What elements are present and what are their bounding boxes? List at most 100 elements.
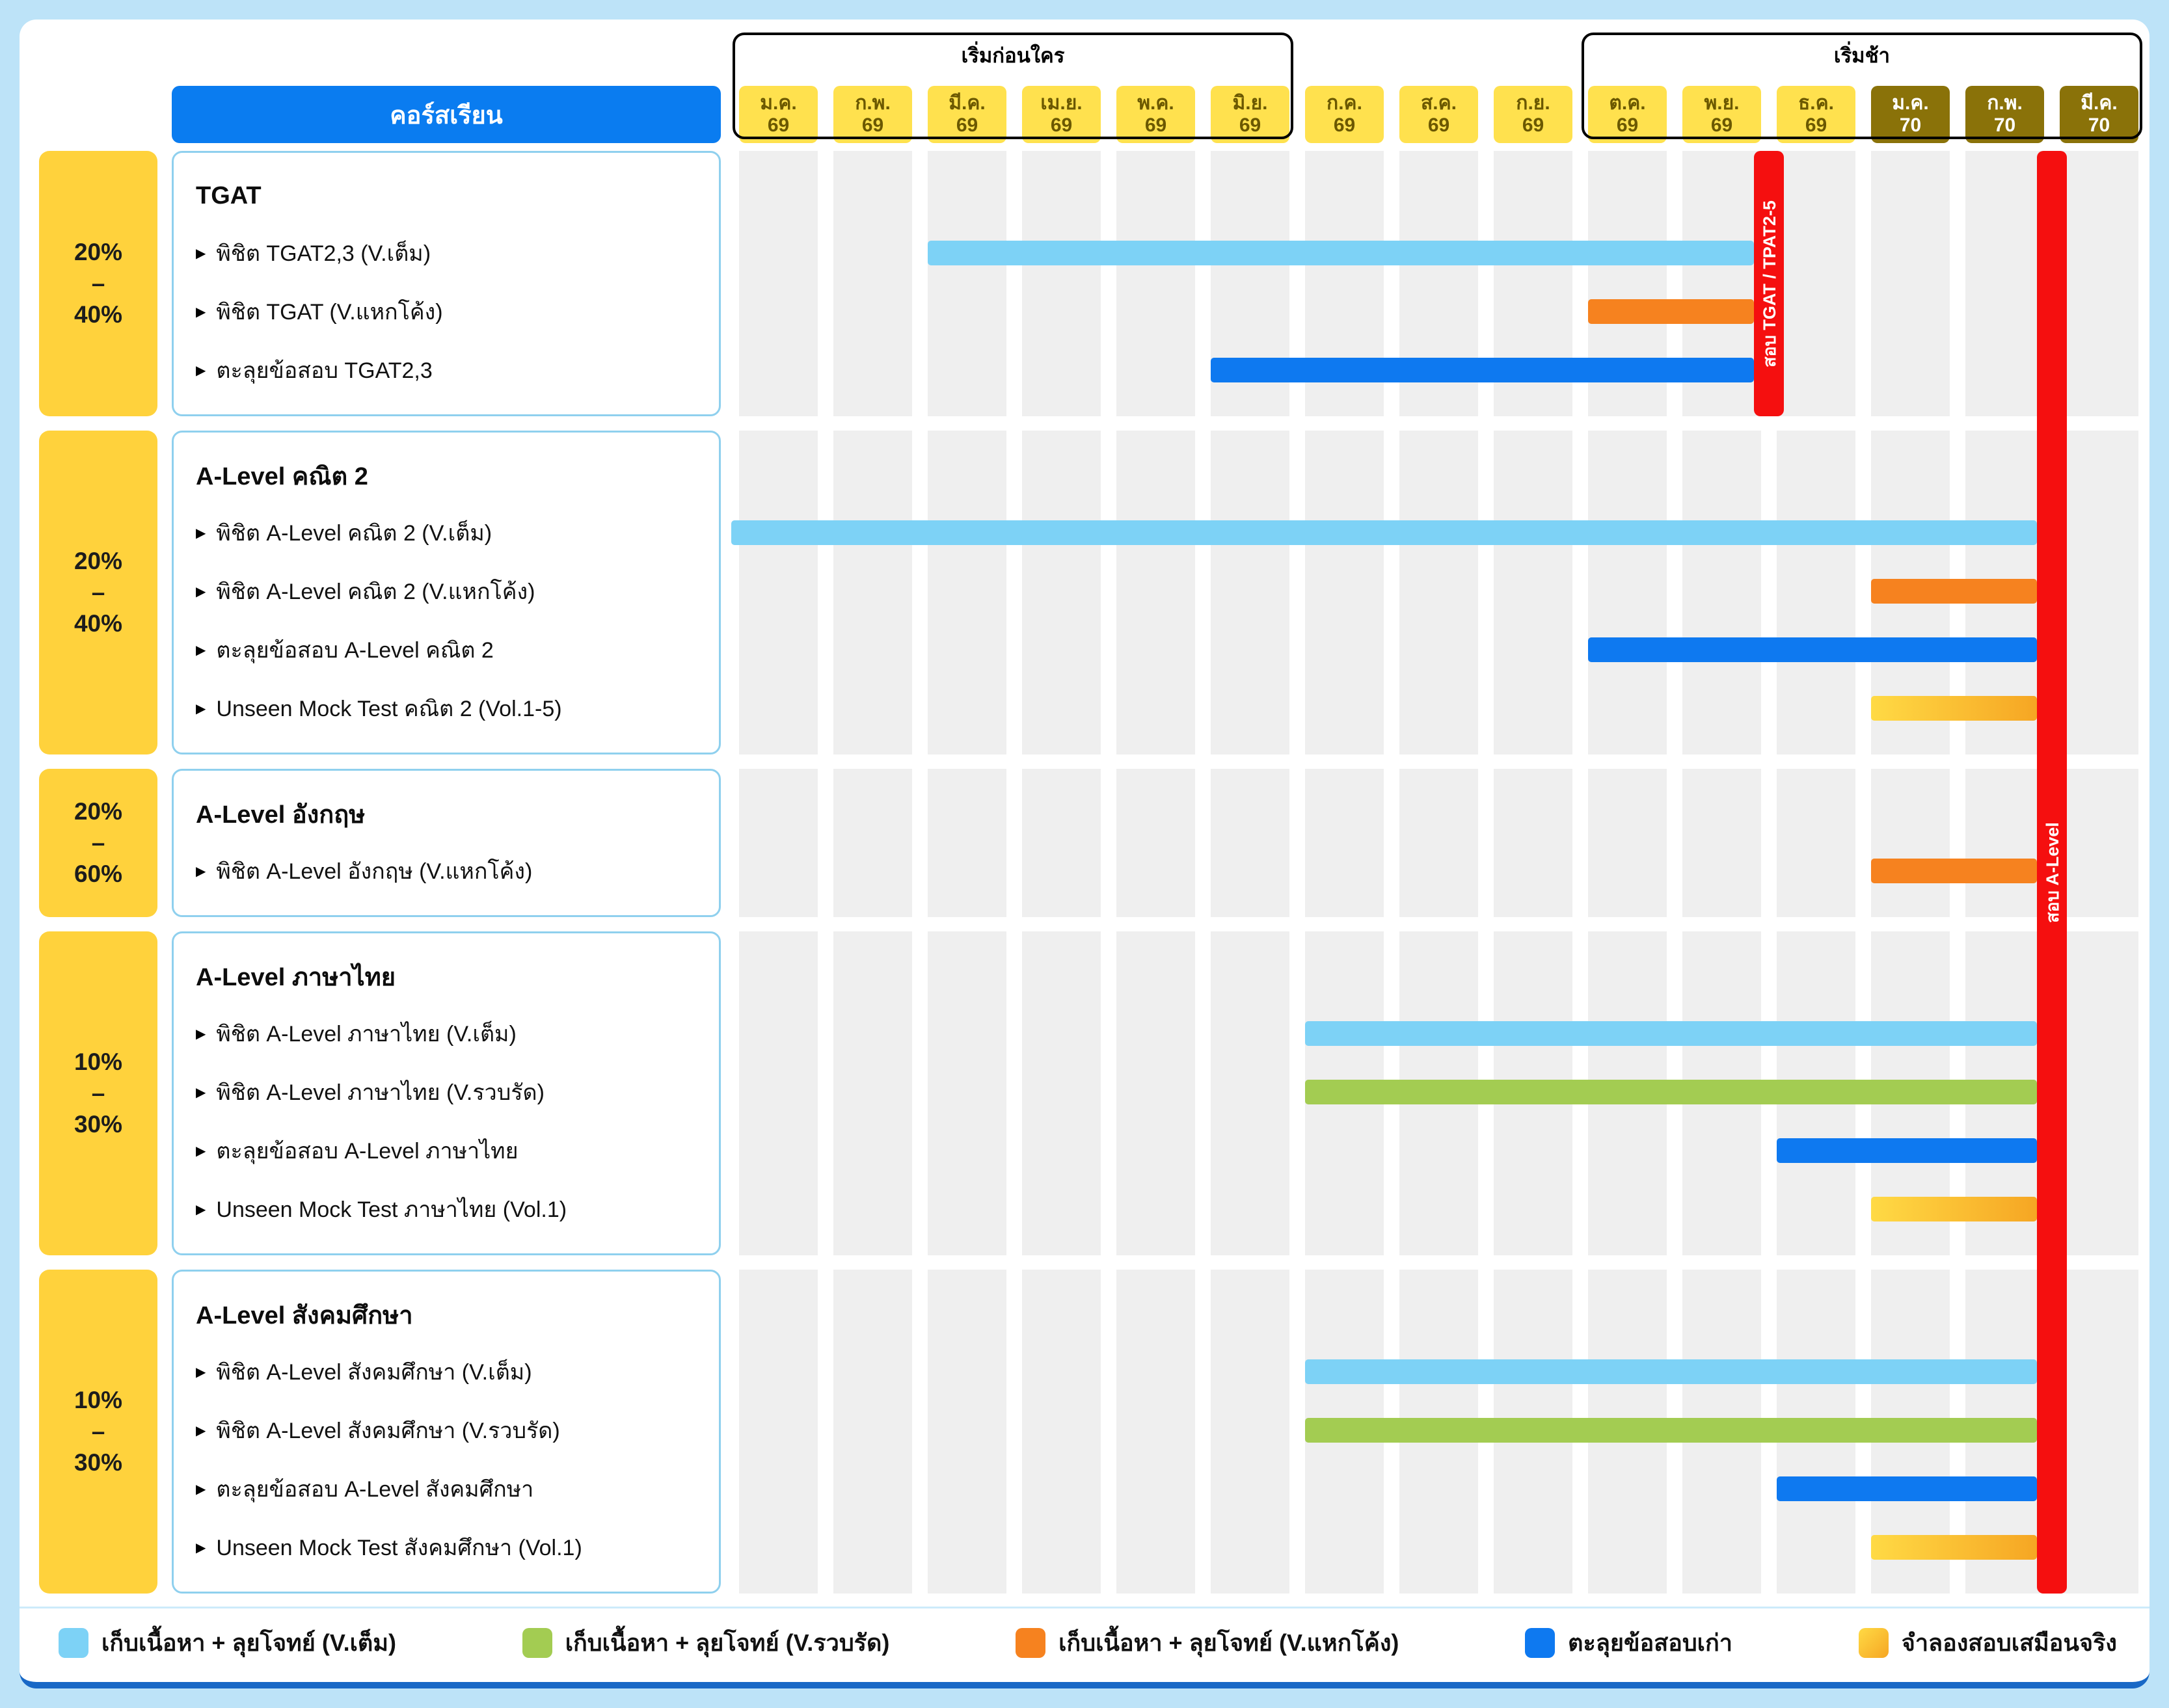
month-year: 69: [1710, 114, 1733, 136]
gantt-title-spacer: [731, 168, 2146, 224]
gantt-row: [731, 341, 2146, 399]
percent-box: 20%–40%: [39, 151, 157, 416]
section-1: 20%–40%TGAT▶พิชิต TGAT2,3 (V.เต็ม)▶พิชิต…: [39, 151, 2149, 416]
month-chip-15: มี.ค.70: [2060, 86, 2138, 143]
percent-line: 20%: [74, 797, 123, 825]
course-title: A-Level สังคมศึกษา: [196, 1301, 413, 1329]
legend-label: จำลองสอบเสมือนจริง: [1901, 1629, 2117, 1656]
gantt-cell: [731, 769, 2146, 917]
month-chip-5: พ.ค.69: [1116, 86, 1195, 143]
course-title: A-Level คณิต 2: [196, 462, 368, 490]
month-year: 69: [1616, 114, 1639, 136]
gantt-row: [731, 842, 2146, 900]
gantt-row: [731, 282, 2146, 341]
course-box: A-Level สังคมศึกษา▶พิชิต A-Level สังคมศึ…: [172, 1270, 721, 1594]
triangle-bullet-icon: ▶: [196, 1540, 206, 1555]
header-percent-spacer: [39, 33, 157, 143]
month-label: พ.ค.: [1137, 92, 1174, 114]
course-item: ▶ตะลุยข้อสอบ TGAT2,3: [196, 341, 702, 399]
gantt-bar-crash: [1870, 579, 2037, 604]
percent-box: 10%–30%: [39, 931, 157, 1255]
course-item-label: พิชิต TGAT (V.แหกโค้ง): [216, 300, 443, 325]
month-column: ก.พ.70: [1958, 86, 2052, 143]
month-column: เม.ย.69: [1014, 86, 1109, 143]
percent-line: 60%: [74, 861, 123, 888]
month-label: ก.พ.: [855, 92, 891, 114]
percent-line: 10%: [74, 1048, 123, 1075]
triangle-bullet-icon: ▶: [196, 584, 206, 599]
course-item-label: ตะลุยข้อสอบ TGAT2,3: [216, 358, 433, 383]
gantt-rows: [731, 151, 2146, 416]
month-chip-1: ม.ค.69: [739, 86, 818, 143]
month-year: 69: [861, 114, 884, 136]
month-year: 70: [1899, 114, 1922, 136]
month-chip-9: ก.ย.69: [1494, 86, 1572, 143]
gantt-bar-mock: [1870, 1535, 2037, 1560]
course-item-label: พิชิต A-Level สังคมศึกษา (V.รวบรัด): [216, 1419, 560, 1443]
course-item: ▶Unseen Mock Test คณิต 2 (Vol.1-5): [196, 679, 702, 738]
section-5: 10%–30%A-Level สังคมศึกษา▶พิชิต A-Level …: [39, 1270, 2149, 1594]
percent-line: 40%: [74, 301, 123, 328]
month-label: มี.ค.: [2081, 92, 2118, 114]
exam-marker-label: สอบ A-Level: [2042, 821, 2062, 923]
triangle-bullet-icon: ▶: [196, 526, 206, 540]
course-item-label: พิชิต A-Level คณิต 2 (V.แหกโค้ง): [216, 580, 535, 604]
gantt-bar-crash: [1587, 299, 1754, 324]
gantt-bar-full: [1304, 1021, 2037, 1046]
month-chip-11: พ.ย.69: [1682, 86, 1761, 143]
triangle-bullet-icon: ▶: [196, 246, 206, 261]
month-label: พ.ย.: [1704, 92, 1740, 114]
gantt-bar-past: [1210, 358, 1754, 382]
triangle-bullet-icon: ▶: [196, 1026, 206, 1041]
gantt-bar-summary: [1304, 1418, 2037, 1443]
course-item-label: Unseen Mock Test ภาษาไทย (Vol.1): [216, 1197, 567, 1222]
course-item: ▶พิชิต A-Level สังคมศึกษา (V.เต็ม): [196, 1342, 702, 1401]
month-chip-6: มิ.ย.69: [1211, 86, 1289, 143]
month-chip-4: เม.ย.69: [1022, 86, 1101, 143]
gantt-cell: [731, 431, 2146, 754]
legend-swatch-crash: [1016, 1627, 1046, 1658]
percent-cell: 20%–40%: [39, 151, 157, 416]
month-year: 69: [1239, 114, 1261, 136]
legend-swatch-mock: [1858, 1627, 1889, 1658]
gantt-row: [731, 1004, 2146, 1063]
percent-cell: 20%–40%: [39, 431, 157, 754]
course-item: ▶พิชิต A-Level คณิต 2 (V.เต็ม): [196, 503, 702, 562]
percent-line: 20%: [74, 547, 123, 574]
legend-label: เก็บเนื้อหา + ลุยโจทย์ (V.เต็ม): [101, 1629, 396, 1656]
percent-cell: 10%–30%: [39, 931, 157, 1255]
course-item: ▶พิชิต A-Level ภาษาไทย (V.เต็ม): [196, 1004, 702, 1063]
gantt-sections: 20%–40%TGAT▶พิชิต TGAT2,3 (V.เต็ม)▶พิชิต…: [39, 151, 2149, 1594]
month-label: มี.ค.: [949, 92, 986, 114]
gantt-bar-mock: [1870, 1197, 2037, 1221]
percent-line: 30%: [74, 1449, 123, 1476]
gantt-row: [731, 1121, 2146, 1180]
percent-box: 20%–60%: [39, 769, 157, 917]
month-column: ก.พ.69: [826, 86, 920, 143]
course-box: TGAT▶พิชิต TGAT2,3 (V.เต็ม)▶พิชิต TGAT (…: [172, 151, 721, 416]
gantt-bar-past: [1776, 1476, 2037, 1501]
gantt-title-spacer: [731, 948, 2146, 1004]
month-label: ก.ย.: [1516, 92, 1550, 114]
gantt-title-spacer: [731, 1287, 2146, 1342]
month-column: ก.ค.69: [1297, 86, 1392, 143]
percent-line: 10%: [74, 1386, 123, 1413]
month-column: ก.ย.69: [1486, 86, 1580, 143]
percent-line: –: [91, 1417, 105, 1445]
percent-line: –: [91, 269, 105, 297]
course-item: ▶พิชิต A-Level ภาษาไทย (V.รวบรัด): [196, 1063, 702, 1121]
percent-cell: 10% – 30%: [39, 1270, 157, 1594]
percent-box: 20%–40%: [39, 431, 157, 754]
gantt-rows: [731, 931, 2146, 1255]
gantt-bar-full: [731, 520, 2037, 545]
triangle-bullet-icon: ▶: [196, 1423, 206, 1438]
gantt-bar-summary: [1304, 1080, 2037, 1104]
course-item: ▶พิชิต TGAT (V.แหกโค้ง): [196, 282, 702, 341]
course-item: ▶ตะลุยข้อสอบ A-Level สังคมศึกษา: [196, 1460, 702, 1518]
course-item-label: พิชิต TGAT2,3 (V.เต็ม): [216, 241, 431, 266]
gantt-row: [731, 1460, 2146, 1518]
legend-label: เก็บเนื้อหา + ลุยโจทย์ (V.รวบรัด): [565, 1629, 890, 1656]
section-3: 20%–60%A-Level อังกฤษ▶พิชิต A-Level อังก…: [39, 769, 2149, 917]
month-label: ธ.ค.: [1798, 92, 1835, 114]
